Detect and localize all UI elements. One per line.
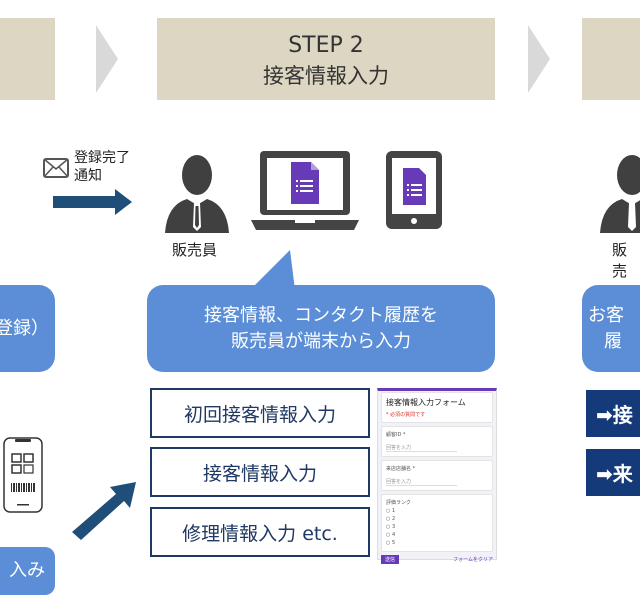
form-radio[interactable]: ○ 3 bbox=[386, 524, 396, 530]
form-clear-button[interactable]: フォームをクリア bbox=[453, 557, 493, 563]
arrow-diagonal-icon bbox=[72, 482, 136, 540]
option-label: 2 bbox=[391, 516, 396, 522]
input-box-first-visit: 初回接客情報入力 bbox=[150, 388, 370, 438]
arrow-right-icon bbox=[53, 189, 132, 215]
right-action-label: ➡接 bbox=[596, 403, 633, 427]
salesperson-icon-right bbox=[600, 155, 640, 233]
right-bubble-line2: 履 bbox=[604, 330, 622, 352]
notification-text: 登録完了 通知 bbox=[74, 149, 130, 185]
right-bubble: お客 履 bbox=[582, 285, 640, 372]
form-field-input[interactable]: 回答を入力 bbox=[386, 478, 458, 486]
form-radio[interactable]: ○ 1 bbox=[386, 508, 396, 514]
option-label: 4 bbox=[391, 532, 396, 538]
step1-box bbox=[0, 18, 55, 100]
input-box-label: 接客情報入力 bbox=[202, 462, 317, 485]
option-label: 5 bbox=[391, 540, 396, 546]
tablet-icon bbox=[386, 151, 442, 229]
salesperson-icon bbox=[165, 155, 229, 233]
bubble-tail bbox=[250, 250, 295, 290]
form-preview: 接客情報入力フォーム * 必須の質問です 顧客ID * 回答を入力 来店店舗名 *… bbox=[377, 388, 497, 564]
chevron-right-icon bbox=[528, 25, 550, 93]
form-field-input[interactable]: 回答を入力 bbox=[386, 444, 458, 452]
left-bottom-button: 入み bbox=[0, 547, 55, 595]
salesperson-label: 販売員 bbox=[172, 241, 218, 259]
form-radio[interactable]: ○ 2 bbox=[386, 516, 396, 522]
input-box-label: 修理情報入力 etc. bbox=[182, 522, 338, 545]
form-rating-label: 評価ランク bbox=[386, 500, 412, 506]
form-field-label: 顧客ID * bbox=[386, 432, 406, 438]
left-bubble-text: 登録） bbox=[0, 317, 49, 339]
right-action-label: ➡来 bbox=[596, 462, 633, 486]
right-bubble-line1: お客 bbox=[588, 304, 624, 326]
form-title: 接客情報入力フォーム bbox=[386, 398, 466, 407]
input-box-repair: 修理情報入力 etc. bbox=[150, 507, 370, 557]
notification-line2: 通知 bbox=[74, 168, 102, 184]
form-radio[interactable]: ○ 5 bbox=[386, 540, 396, 546]
step2-subtitle: 接客情報入力 bbox=[263, 64, 389, 88]
step3-box bbox=[582, 18, 640, 100]
option-label: 1 bbox=[391, 508, 396, 514]
laptop-icon bbox=[251, 151, 359, 230]
form-required-note: * 必須の質問です bbox=[386, 412, 426, 418]
smartphone-qr-icon bbox=[3, 437, 43, 513]
input-box-label: 初回接客情報入力 bbox=[183, 403, 336, 426]
left-bubble: 登録） bbox=[0, 285, 55, 372]
right-action-2: ➡来 bbox=[586, 449, 640, 496]
option-label: 3 bbox=[391, 524, 396, 530]
step2-title: STEP 2 bbox=[288, 33, 364, 58]
salesperson-label-right: 販売 bbox=[612, 241, 628, 280]
form-submit-button[interactable]: 送信 bbox=[381, 555, 400, 564]
form-radio[interactable]: ○ 4 bbox=[386, 532, 396, 538]
left-bottom-button-label: 入み bbox=[9, 560, 45, 581]
chevron-right-icon bbox=[96, 25, 118, 93]
right-action-1: ➡接 bbox=[586, 390, 640, 437]
form-field-label: 来店店舗名 * bbox=[386, 466, 416, 472]
main-bubble-line1: 接客情報、コンタクト履歴を bbox=[204, 304, 438, 326]
main-bubble: 接客情報、コンタクト履歴を 販売員が端末から入力 bbox=[147, 285, 495, 372]
notification-line1: 登録完了 bbox=[74, 150, 130, 166]
envelope-icon bbox=[43, 158, 69, 178]
main-bubble-line2: 販売員が端末から入力 bbox=[231, 330, 411, 352]
step2-box: STEP 2 接客情報入力 bbox=[157, 18, 495, 100]
input-box-customer-service: 接客情報入力 bbox=[150, 447, 370, 497]
